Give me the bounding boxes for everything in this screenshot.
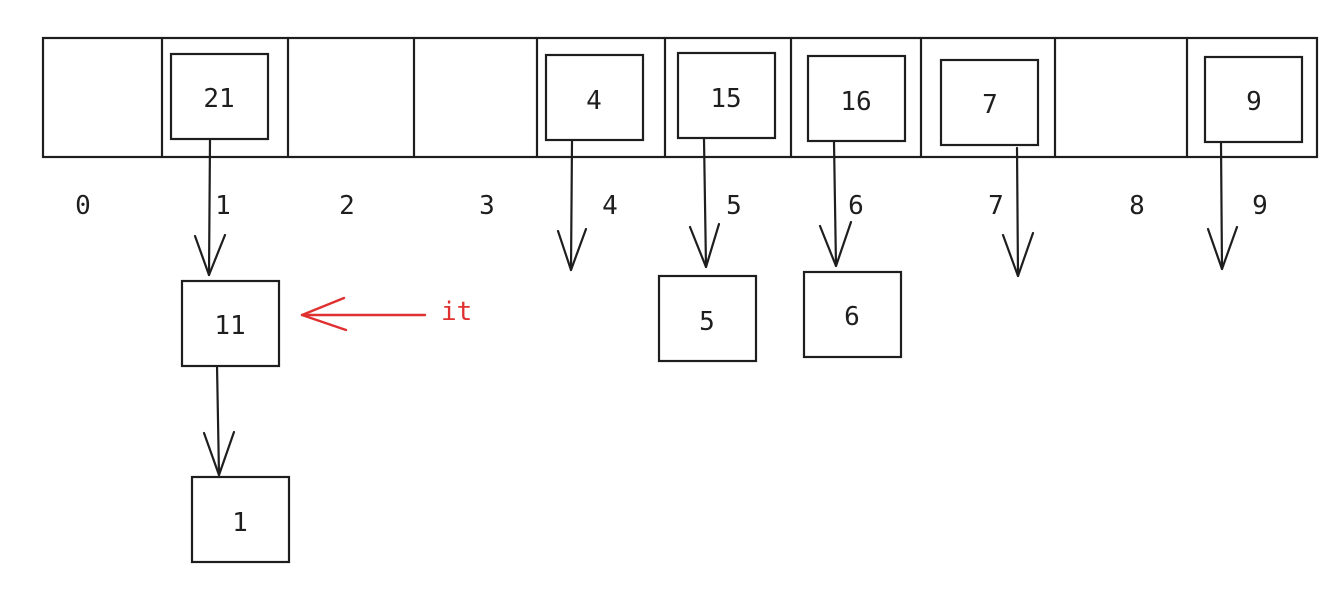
slot-9-value: 9 (1246, 87, 1262, 117)
arrowhead (688, 222, 721, 269)
arrowhead (193, 233, 227, 277)
arrow-slot-5 (688, 137, 721, 269)
slot-6-node (806, 54, 907, 143)
slot-7-node (939, 58, 1040, 147)
chain-node-5-value: 5 (699, 307, 715, 337)
index-label-3: 3 (479, 191, 495, 221)
slot-1-value: 21 (203, 84, 234, 114)
arrowhead (556, 227, 588, 272)
arrow-slot-4 (556, 139, 588, 272)
arrow-slot-6 (818, 140, 853, 268)
arrowhead (1001, 231, 1035, 278)
slot-5-node (676, 51, 777, 140)
iterator-arrowhead (300, 296, 348, 332)
chain-node-11 (180, 279, 281, 368)
index-label-1: 1 (215, 191, 231, 221)
slot-dividers (160, 36, 1189, 159)
index-label-9: 9 (1252, 191, 1268, 221)
chain-node-1-value: 1 (232, 508, 248, 538)
index-label-8: 8 (1129, 191, 1145, 221)
arrowhead (818, 220, 853, 268)
index-label-6: 6 (848, 191, 864, 221)
arrow-slot-1 (193, 138, 227, 277)
iterator-label: it (441, 297, 472, 327)
slot-4-node (544, 53, 645, 142)
chain-node-6 (802, 270, 903, 359)
chain-node-11-value: 11 (214, 311, 245, 341)
index-label-7: 7 (988, 191, 1004, 221)
arrow-slot-7 (1001, 146, 1035, 278)
arrowhead (1206, 225, 1239, 271)
chain-node-5 (657, 274, 758, 363)
arrowhead (202, 430, 236, 477)
arrow-node-11-to-1 (202, 363, 236, 477)
slot-9-node (1203, 55, 1304, 144)
slot-1-node (169, 52, 270, 141)
index-labels: 0 1 2 3 4 5 6 7 8 9 (75, 191, 1268, 221)
slot-6-value: 16 (840, 87, 871, 117)
index-label-2: 2 (339, 191, 355, 221)
arrow-slot-9 (1206, 141, 1239, 271)
slot-5-value: 15 (710, 84, 741, 114)
index-label-5: 5 (726, 191, 742, 221)
slot-4-value: 4 (586, 86, 602, 116)
chain-node-1 (190, 475, 291, 564)
index-label-0: 0 (75, 191, 91, 221)
chain-node-6-value: 6 (844, 302, 860, 332)
index-label-4: 4 (602, 191, 618, 221)
slot-7-value: 7 (982, 90, 998, 120)
iterator-pointer: it (300, 296, 472, 332)
